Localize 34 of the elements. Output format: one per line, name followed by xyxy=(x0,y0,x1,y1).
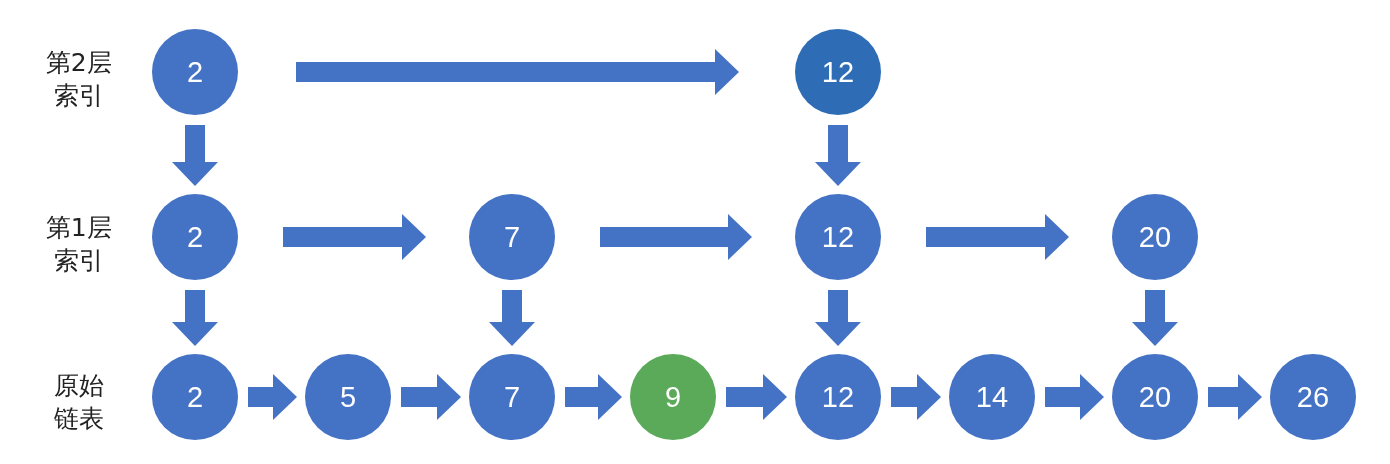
block-arrow xyxy=(565,374,622,420)
block-arrow xyxy=(926,214,1069,260)
node-value: 2 xyxy=(186,55,204,89)
block-arrow xyxy=(726,374,787,420)
row-label: 第1层索引 xyxy=(45,212,113,277)
node-value: 5 xyxy=(339,380,357,414)
node-value: 12 xyxy=(821,55,855,89)
block-arrow xyxy=(1132,290,1178,346)
node-value: 12 xyxy=(821,220,855,254)
node-value: 9 xyxy=(664,380,682,414)
node-value: 7 xyxy=(503,380,521,414)
block-arrow xyxy=(401,374,461,420)
block-arrow xyxy=(248,374,297,420)
node-value: 12 xyxy=(821,380,855,414)
block-arrow xyxy=(891,374,941,420)
node-value: 20 xyxy=(1138,220,1172,254)
block-arrow xyxy=(489,290,535,346)
node-value: 26 xyxy=(1296,380,1330,414)
node-value: 20 xyxy=(1138,380,1172,414)
block-arrow xyxy=(172,290,218,346)
block-arrow xyxy=(296,49,739,95)
block-arrow xyxy=(600,214,752,260)
block-arrow xyxy=(1208,374,1262,420)
node-value: 2 xyxy=(186,220,204,254)
node-value: 2 xyxy=(186,380,204,414)
block-arrow xyxy=(172,125,218,186)
row-label: 第2层索引 xyxy=(45,47,113,112)
block-arrow xyxy=(283,214,426,260)
block-arrow xyxy=(815,290,861,346)
row-label: 原始链表 xyxy=(52,370,105,435)
block-arrow xyxy=(815,125,861,186)
node-value: 14 xyxy=(975,380,1009,414)
node-value: 7 xyxy=(503,220,521,254)
block-arrow xyxy=(1045,374,1104,420)
